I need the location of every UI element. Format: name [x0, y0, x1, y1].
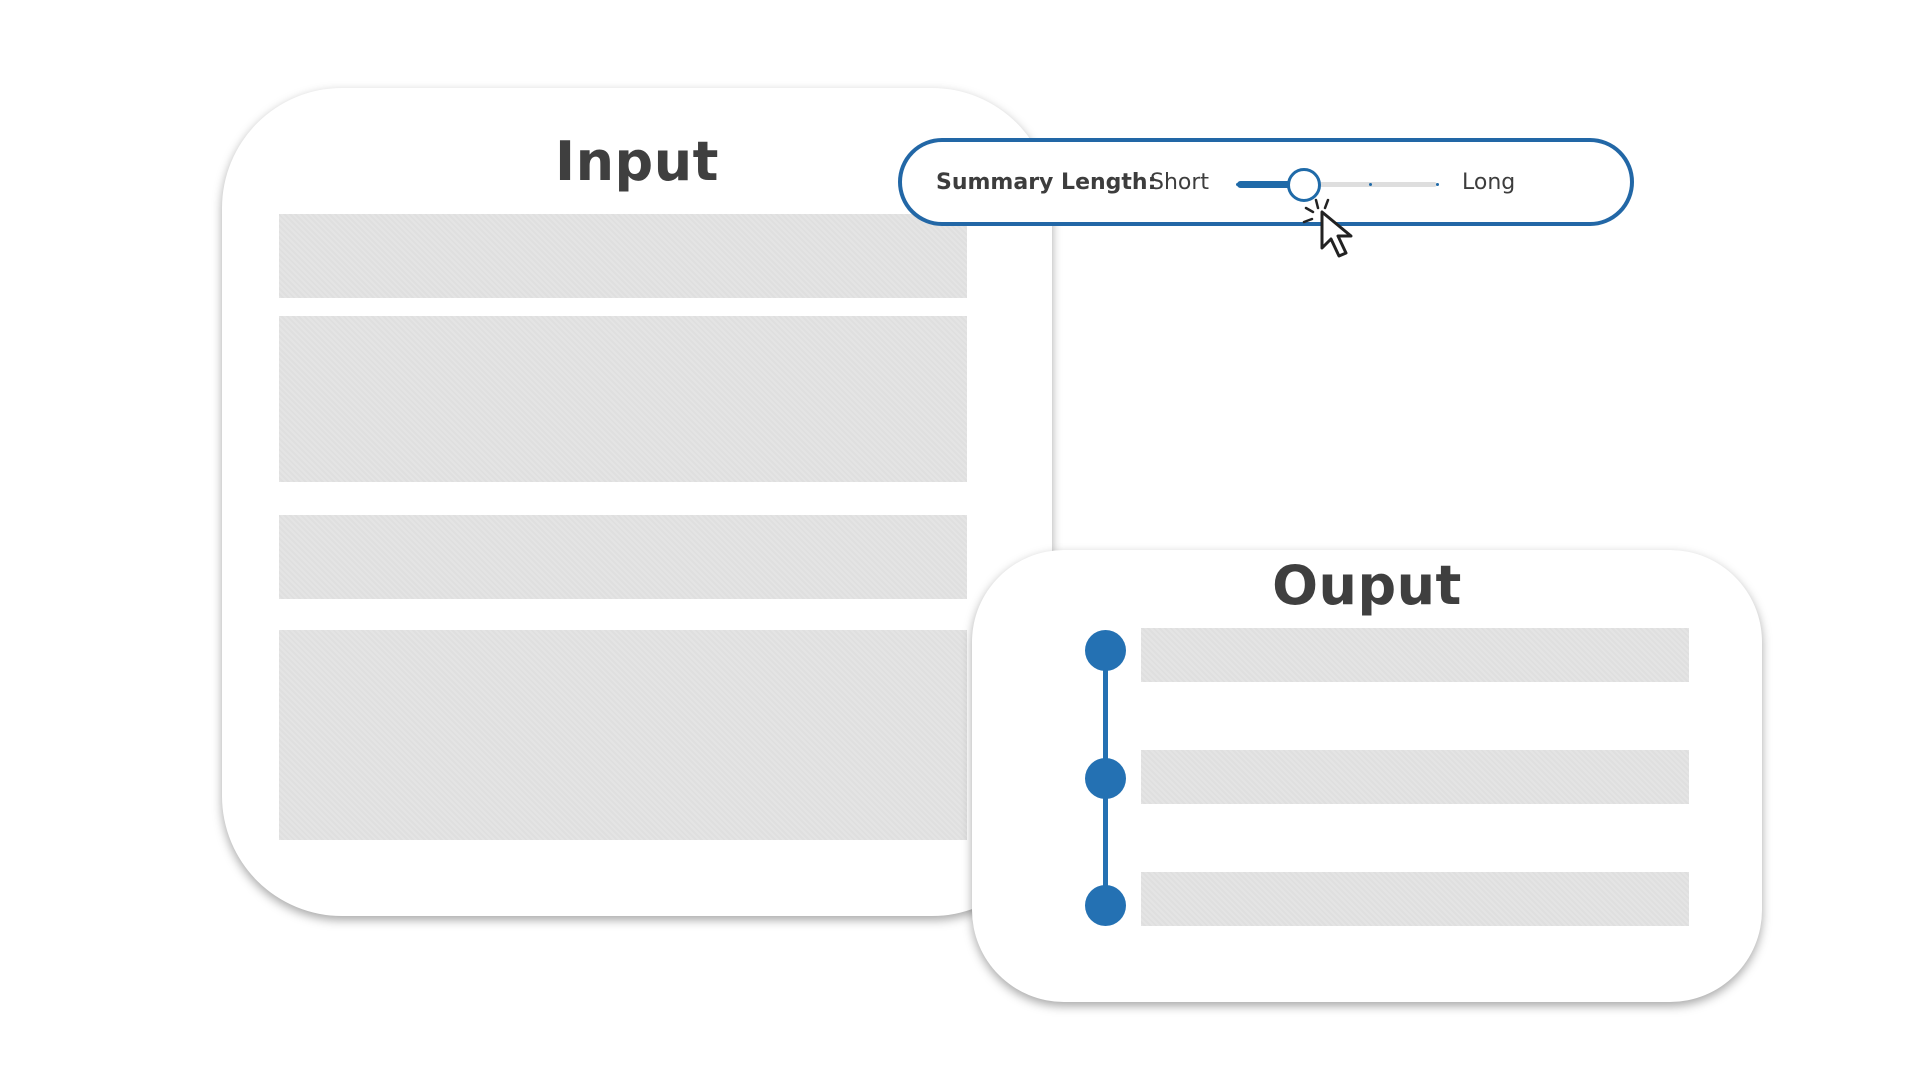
input-text-block: [279, 316, 967, 482]
output-panel: Ouput: [972, 550, 1762, 1002]
summary-length-slider[interactable]: [1236, 168, 1439, 202]
output-text-block: [1141, 872, 1689, 926]
output-panel-title: Ouput: [1272, 554, 1462, 617]
output-text-block: [1141, 750, 1689, 804]
timeline-dot: [1085, 885, 1126, 926]
input-text-block: [279, 515, 967, 599]
slider-tick: [1369, 183, 1373, 186]
slider-track[interactable]: [1237, 182, 1437, 187]
input-panel: Input: [222, 88, 1052, 916]
timeline-connector: [1103, 779, 1108, 903]
mouse-pointer-icon: [1302, 198, 1353, 258]
input-text-block: [279, 214, 967, 298]
timeline-connector: [1103, 650, 1108, 774]
input-text-block: [279, 630, 967, 840]
click-burst-icon: [1302, 198, 1330, 224]
slider-fill: [1237, 181, 1303, 188]
input-panel-title: Input: [555, 130, 719, 193]
slider-thumb[interactable]: [1287, 168, 1321, 202]
output-text-block: [1141, 628, 1689, 682]
summary-length-control: Summary Length: Short Long: [898, 138, 1634, 226]
slider-tick: [1436, 183, 1439, 186]
short-label: Short: [1150, 170, 1210, 195]
timeline-dot: [1085, 630, 1126, 671]
slider-tick: [1236, 183, 1239, 186]
long-label: Long: [1462, 170, 1516, 195]
timeline-dot: [1085, 758, 1126, 799]
summary-length-label: Summary Length:: [936, 170, 1157, 195]
